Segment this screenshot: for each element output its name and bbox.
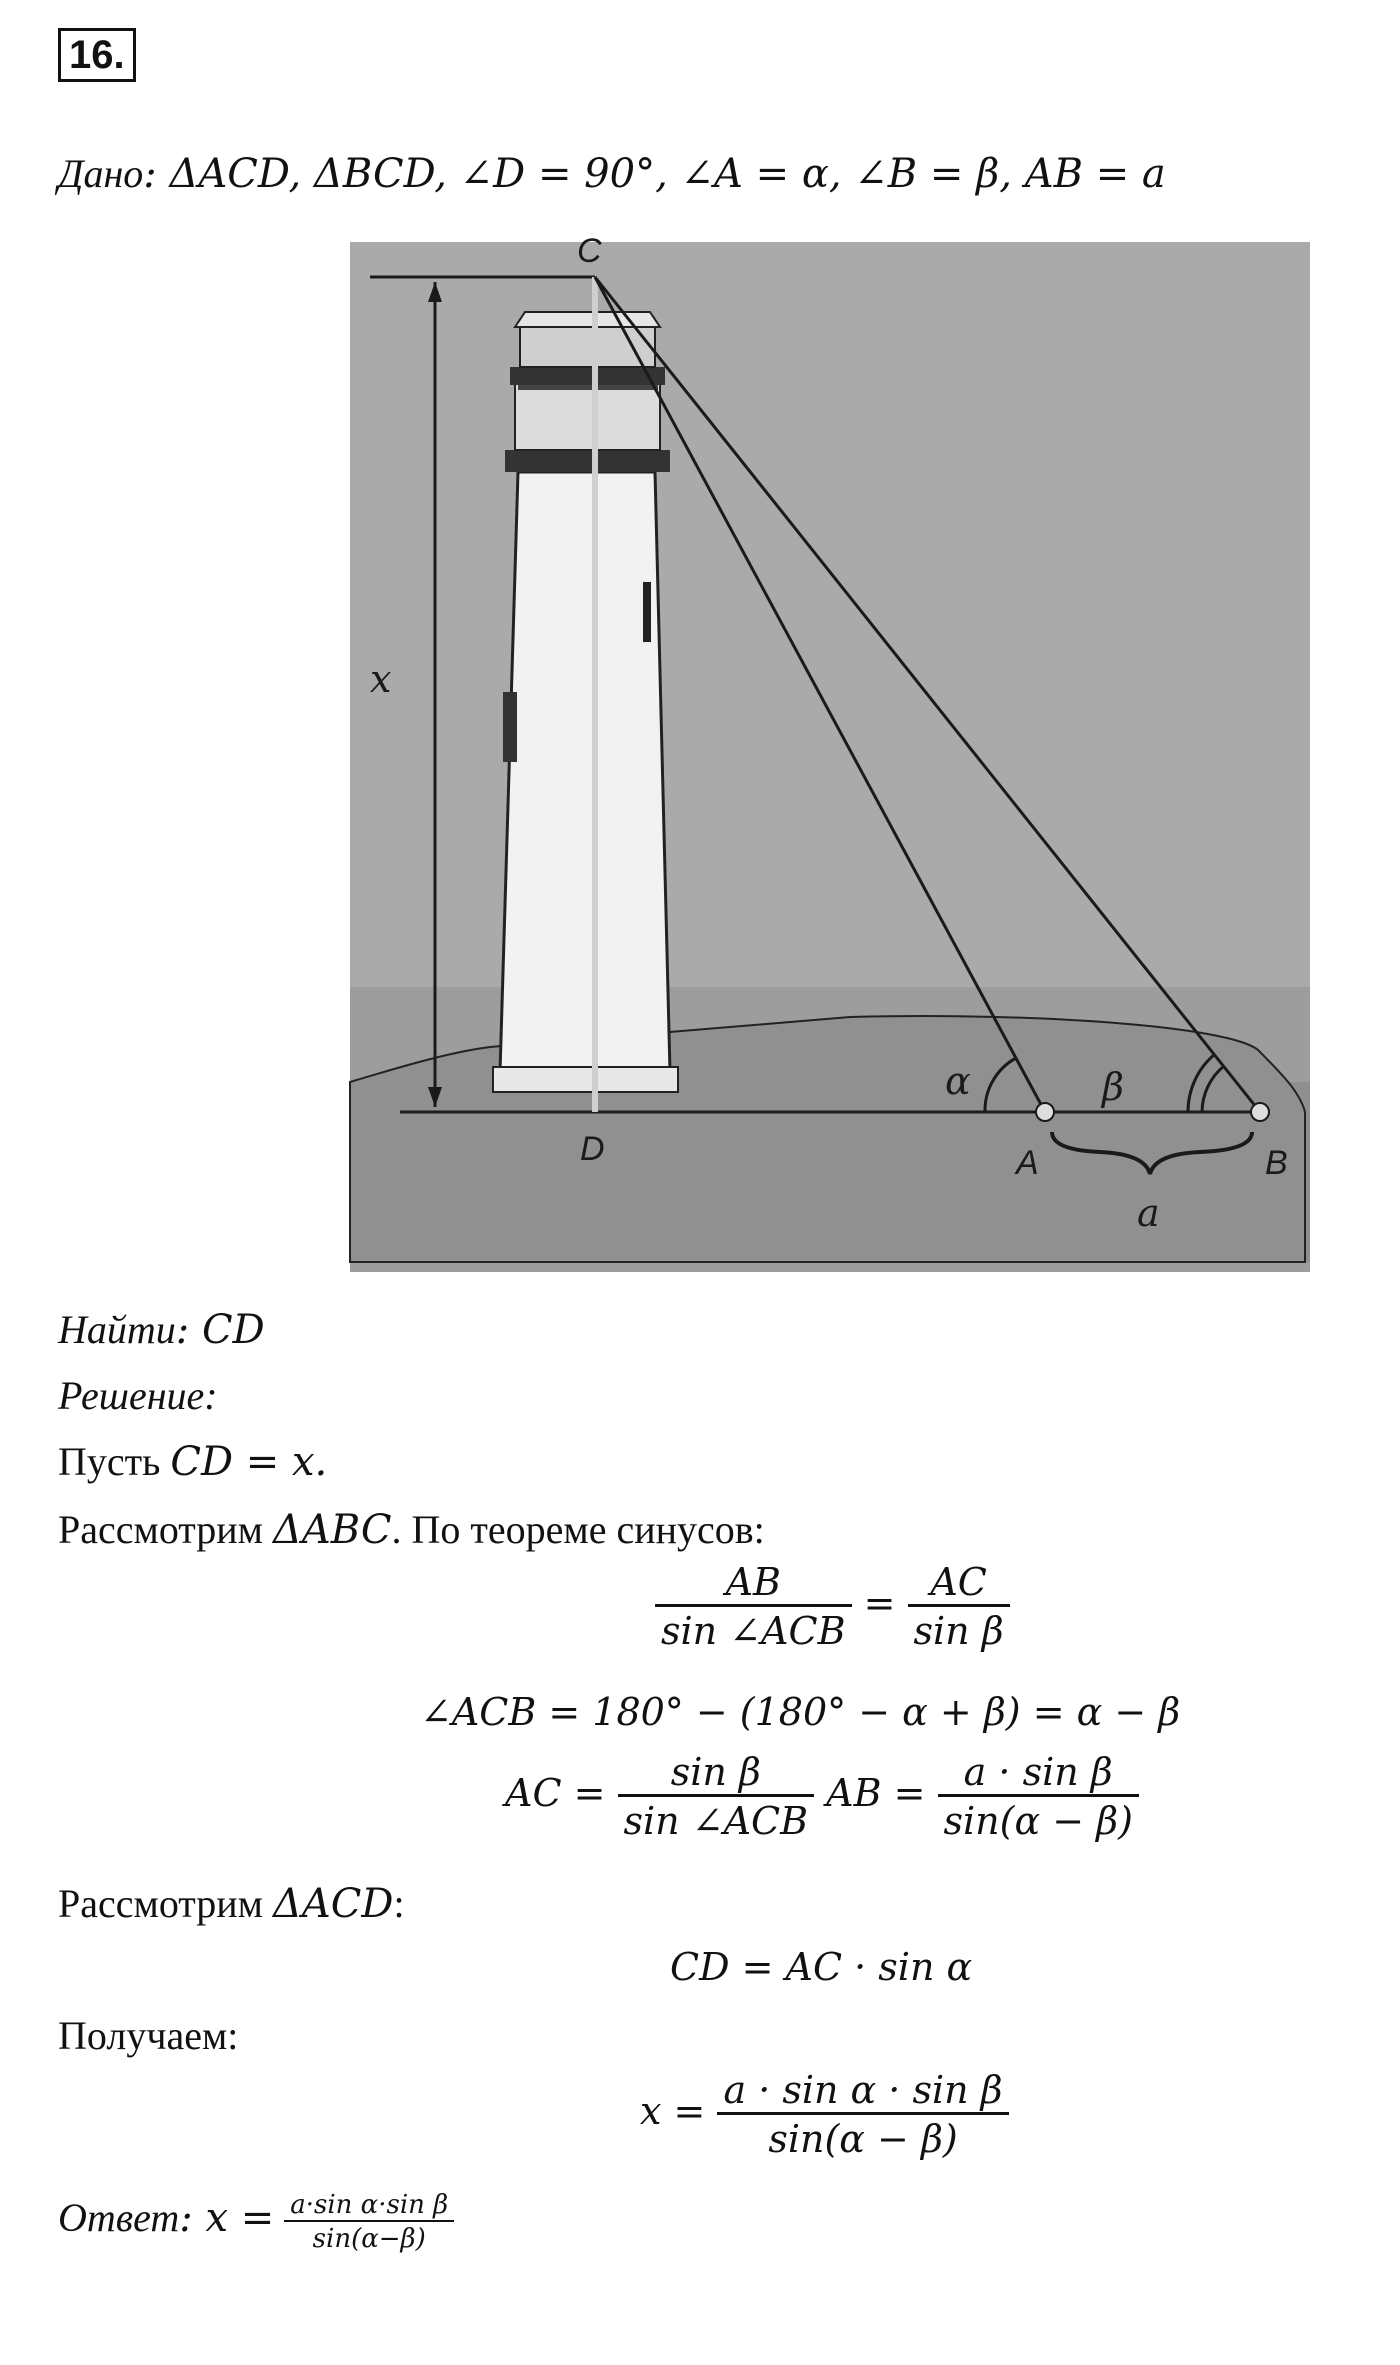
shore-outline <box>349 1015 1306 1263</box>
label-b: B <box>1265 1144 1288 1182</box>
lower-balcony <box>505 450 670 472</box>
fraction-sin-beta-den: sin ∠ACB <box>617 1794 815 1843</box>
label-a: A <box>1014 1144 1039 1182</box>
given-label: Дано <box>58 151 144 196</box>
find-line: Найти: CD <box>58 1306 265 1353</box>
consider-abc-triangle: ΔABC <box>272 1507 392 1553</box>
sky-background <box>350 242 1310 1012</box>
tower-base <box>492 1066 679 1093</box>
segment-cb <box>593 276 1262 1113</box>
fraction-ab-den: sin ∠ACB <box>655 1604 852 1653</box>
ac-lhs: AC = <box>505 1771 606 1815</box>
fraction-ac-num: AC <box>930 1560 987 1604</box>
obtain-line: Получаем: <box>58 2013 239 2058</box>
upper-balcony <box>510 367 665 385</box>
consider-acd-triangle: ΔACD <box>272 1881 394 1927</box>
answer-fraction-den: sin(α−β) <box>284 2220 455 2254</box>
given-text: : ΔACD, ΔBCD, ∠D = 90°, ∠A = α, ∠B = β, … <box>143 151 1166 197</box>
fraction-x-den: sin(α − β) <box>717 2112 1009 2161</box>
tower-body <box>498 470 672 1074</box>
fraction-a-sin-beta-num: a · sin β <box>963 1750 1113 1794</box>
given-line: Дано: ΔACD, ΔBCD, ∠D = 90°, ∠A = α, ∠B =… <box>58 150 1166 197</box>
fraction-ab-num: AB <box>725 1560 781 1604</box>
label-x: x <box>370 657 391 701</box>
angle-acb-equation: ∠ACB = 180° − (180° − α + β) = α − β <box>420 1690 1181 1734</box>
lantern-glass <box>519 326 656 368</box>
brace-ab <box>1050 1131 1254 1175</box>
answer-fraction-num: a·sin α·sin β <box>290 2190 449 2220</box>
label-beta: β <box>1100 1065 1124 1109</box>
segment-ca <box>593 276 1047 1113</box>
answer-label: Ответ <box>58 2195 180 2241</box>
label-a-length: a <box>1137 1191 1160 1235</box>
answer-lhs: : x = <box>179 2195 275 2242</box>
solution-label: Решение: <box>58 1373 218 1418</box>
consider-acd-line: Рассмотрим ΔACD: <box>58 1880 405 1927</box>
lantern-roof <box>513 311 662 328</box>
fraction-a-sin-beta-den: sin(α − β) <box>937 1794 1139 1843</box>
fraction-ac-den: sin β <box>907 1604 1010 1653</box>
angle-beta-arc-1 <box>1200 1064 1225 1113</box>
point-a <box>1035 1102 1055 1122</box>
let-expression: CD = x. <box>170 1439 328 1485</box>
window-right <box>643 582 651 642</box>
consider-abc-prefix: Рассмотрим <box>58 1507 273 1552</box>
label-d: D <box>580 1130 605 1168</box>
fraction-x-num: a · sin α · sin β <box>723 2068 1003 2112</box>
height-arrow-top <box>428 282 442 302</box>
find-label: Найти <box>58 1307 176 1352</box>
window-left <box>503 692 517 762</box>
let-line: Пусть CD = x. <box>58 1438 327 1485</box>
consider-abc-suffix: . По теореме синусов: <box>391 1507 765 1552</box>
let-prefix: Пусть <box>58 1439 171 1484</box>
height-arrow-bottom <box>428 1087 442 1107</box>
consider-acd-suffix: : <box>393 1881 405 1926</box>
cd-equation: CD = AC · sin α <box>670 1945 973 1989</box>
lantern-room <box>514 381 661 451</box>
lighthouse-figure: C D A B x α β a <box>349 232 1310 1272</box>
point-b <box>1250 1102 1270 1122</box>
x-lhs: x = <box>640 2089 706 2133</box>
consider-abc-line: Рассмотрим ΔABC. По теореме синусов: <box>58 1506 765 1553</box>
problem-number: 16. <box>58 28 136 82</box>
angle-beta-arc-2 <box>1186 1052 1216 1113</box>
equals-sign: = <box>863 1581 896 1625</box>
label-c: C <box>577 232 602 270</box>
consider-acd-prefix: Рассмотрим <box>58 1881 273 1926</box>
ac-middle: AB = <box>826 1771 926 1815</box>
find-text: : CD <box>175 1307 265 1353</box>
label-alpha: α <box>945 1059 971 1103</box>
fraction-sin-beta-num: sin β <box>670 1750 761 1794</box>
angle-alpha-arc <box>983 1056 1017 1113</box>
